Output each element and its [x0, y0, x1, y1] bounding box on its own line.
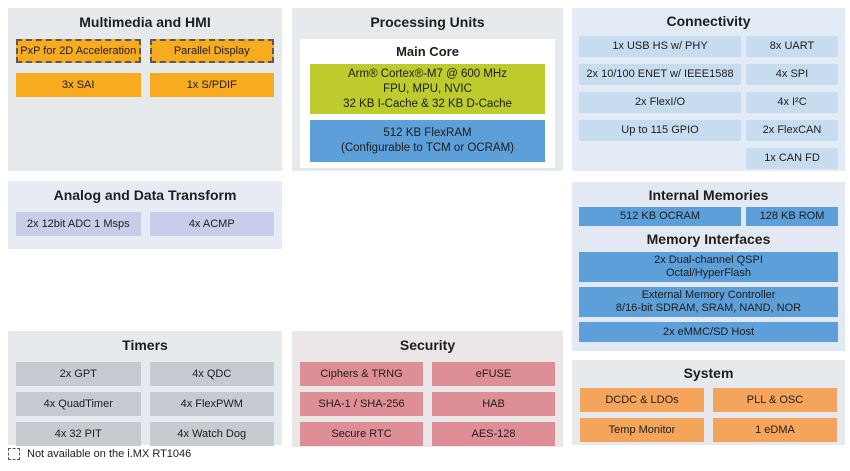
block-enet-ieee1588: 2x 10/100 ENET w/ IEEE1588 — [579, 64, 741, 85]
main-core-box: Main Core Arm® Cortex®-M7 @ 600 MHz FPU,… — [300, 39, 555, 168]
block-aes-128: AES-128 — [432, 422, 555, 446]
dashed-box-legend-icon — [8, 448, 20, 460]
block-dcdc-ldos: DCDC & LDOs — [580, 388, 704, 412]
block-flexcan: 2x FlexCAN — [746, 120, 838, 141]
block-gpio: Up to 115 GPIO — [579, 120, 741, 141]
section-title-multimedia: Multimedia and HMI — [79, 14, 211, 30]
flexram-line: (Configurable to TCM or OCRAM) — [341, 142, 514, 154]
block-spi: 4x SPI — [746, 64, 838, 85]
main-core-title: Main Core — [396, 44, 459, 59]
section-title-internal-memories: Internal Memories — [648, 187, 769, 203]
memory-interfaces-stack: 2x Dual-channel QSPI Octal/HyperFlash Ex… — [579, 252, 838, 342]
block-ocram: 512 KB OCRAM — [579, 207, 741, 226]
section-title-connectivity: Connectivity — [666, 13, 751, 29]
block-can-fd: 1x CAN FD — [746, 148, 838, 169]
section-connectivity: Connectivity 1x USB HS w/ PHY 2x 10/100 … — [572, 8, 845, 171]
section-timers: Timers 2x GPT 4x QDC 4x QuadTimer 4x Fle… — [8, 331, 282, 446]
block-qspi: 2x Dual-channel QSPI Octal/HyperFlash — [579, 252, 838, 282]
section-title-memory-interfaces: Memory Interfaces — [646, 231, 771, 247]
block-efuse: eFUSE — [432, 362, 555, 386]
block-parallel-display: Parallel Display — [149, 39, 274, 63]
block-gpt: 2x GPT — [16, 362, 141, 386]
block-flexram: 512 KB FlexRAM (Configurable to TCM or O… — [310, 120, 545, 162]
timers-grid: 2x GPT 4x QDC 4x QuadTimer 4x FlexPWM 4x… — [16, 362, 274, 446]
connectivity-columns: 1x USB HS w/ PHY 2x 10/100 ENET w/ IEEE1… — [579, 36, 838, 169]
block-ciphers-trng: Ciphers & TRNG — [300, 362, 423, 386]
block-sha: SHA-1 / SHA-256 — [300, 392, 423, 416]
block-spdif: 1x S/PDIF — [149, 73, 274, 97]
block-i2c: 4x I²C — [746, 92, 838, 113]
block-edma: 1 eDMA — [713, 418, 837, 442]
section-system: System DCDC & LDOs PLL & OSC Temp Monito… — [572, 360, 845, 445]
block-hab: HAB — [432, 392, 555, 416]
block-qdc: 4x QDC — [149, 362, 274, 386]
block-pxp-2d-acceleration: PxP for 2D Acceleration — [16, 39, 141, 63]
multimedia-grid: PxP for 2D Acceleration Parallel Display… — [16, 39, 274, 97]
section-security: Security Ciphers & TRNG eFUSE SHA-1 / SH… — [292, 331, 563, 447]
block-flexio: 2x FlexI/O — [579, 92, 741, 113]
section-memories: Internal Memories 512 KB OCRAM 128 KB RO… — [572, 182, 845, 351]
analog-grid: 2x 12bit ADC 1 Msps 4x ACMP — [16, 212, 274, 236]
footnote-text: Not available on the i.MX RT1046 — [27, 448, 192, 460]
section-title-timers: Timers — [122, 337, 168, 353]
section-analog-data-transform: Analog and Data Transform 2x 12bit ADC 1… — [8, 181, 282, 249]
block-watchdog: 4x Watch Dog — [149, 422, 274, 446]
core-line: Arm® Cortex®-M7 @ 600 MHz — [348, 67, 507, 80]
section-processing-units: Processing Units Main Core Arm® Cortex®-… — [292, 8, 563, 171]
block-acmp: 4x ACMP — [149, 212, 274, 236]
block-emmc-sd-host: 2x eMMC/SD Host — [579, 322, 838, 342]
block-sai: 3x SAI — [16, 73, 141, 97]
connectivity-left-column: 1x USB HS w/ PHY 2x 10/100 ENET w/ IEEE1… — [579, 36, 741, 169]
qspi-line: 2x Dual-channel QSPI — [654, 254, 763, 266]
block-rom: 128 KB ROM — [746, 207, 838, 226]
block-pit: 4x 32 PIT — [16, 422, 141, 446]
section-title-security: Security — [399, 337, 456, 353]
core-line: FPU, MPU, NVIC — [383, 82, 472, 95]
emc-line: External Memory Controller — [641, 289, 776, 301]
connectivity-right-column: 8x UART 4x SPI 4x I²C 2x FlexCAN 1x CAN … — [746, 36, 838, 169]
section-multimedia-hmi: Multimedia and HMI PxP for 2D Accelerati… — [8, 8, 282, 171]
block-temp-monitor: Temp Monitor — [580, 418, 704, 442]
section-title-analog: Analog and Data Transform — [53, 187, 237, 203]
internal-memories-row: 512 KB OCRAM 128 KB ROM — [579, 207, 838, 226]
block-adc: 2x 12bit ADC 1 Msps — [16, 212, 141, 236]
block-uart: 8x UART — [746, 36, 838, 57]
section-title-system: System — [683, 365, 734, 381]
block-pll-osc: PLL & OSC — [713, 388, 837, 412]
flexram-line: 512 KB FlexRAM — [383, 127, 472, 139]
core-line: 32 KB I-Cache & 32 KB D-Cache — [343, 97, 512, 110]
footnote-legend: Not available on the i.MX RT1046 — [8, 448, 191, 460]
emc-line: 8/16-bit SDRAM, SRAM, NAND, NOR — [615, 302, 802, 314]
security-grid: Ciphers & TRNG eFUSE SHA-1 / SHA-256 HAB… — [300, 362, 555, 446]
block-quadtimer: 4x QuadTimer — [16, 392, 141, 416]
section-title-processing: Processing Units — [370, 14, 485, 30]
system-grid: DCDC & LDOs PLL & OSC Temp Monitor 1 eDM… — [580, 388, 837, 442]
block-usb-hs-phy: 1x USB HS w/ PHY — [579, 36, 741, 57]
block-external-memory-controller: External Memory Controller 8/16-bit SDRA… — [579, 287, 838, 317]
block-flexpwm: 4x FlexPWM — [149, 392, 274, 416]
block-cortex-m7-core: Arm® Cortex®-M7 @ 600 MHz FPU, MPU, NVIC… — [310, 64, 545, 114]
qspi-line: Octal/HyperFlash — [666, 267, 751, 279]
block-secure-rtc: Secure RTC — [300, 422, 423, 446]
